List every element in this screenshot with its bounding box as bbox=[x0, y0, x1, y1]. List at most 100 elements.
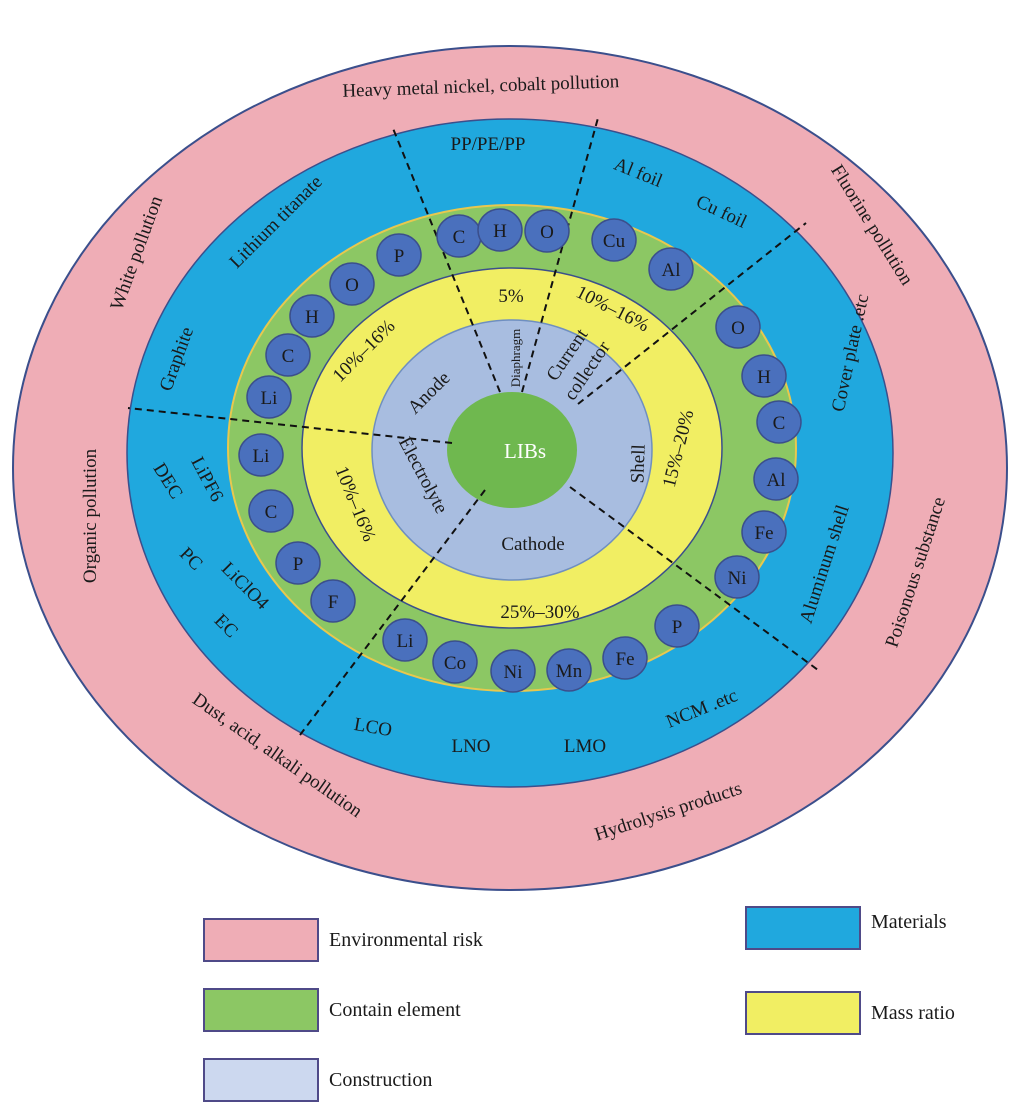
legend-construction: Construction bbox=[203, 1058, 432, 1102]
element-bubble-shell-al: Al bbox=[753, 457, 799, 501]
legend-swatch-contain-element bbox=[203, 988, 319, 1032]
legend-swatch-materials bbox=[745, 906, 861, 950]
element-bubble-circle bbox=[524, 209, 570, 253]
element-bubble-circle bbox=[246, 375, 292, 419]
element-bubble-circle bbox=[546, 648, 592, 692]
element-bubble-circle bbox=[654, 604, 700, 648]
element-symbol: P bbox=[394, 246, 405, 267]
divider-line bbox=[577, 222, 807, 405]
element-symbol: Mn bbox=[556, 661, 583, 682]
divider-line bbox=[569, 486, 819, 671]
element-bubble-circle bbox=[310, 579, 356, 623]
element-bubble-anode-p: P bbox=[376, 233, 422, 277]
element-bubble-cathode-co: Co bbox=[432, 640, 478, 684]
element-bubble-shell-c: C bbox=[756, 400, 802, 444]
legend-label-environmental-risk: Environmental risk bbox=[329, 928, 483, 951]
element-symbol: Fe bbox=[755, 523, 774, 544]
element-symbol: Fe bbox=[616, 649, 635, 670]
element-bubble-circle bbox=[648, 247, 694, 291]
element-symbol: C bbox=[282, 346, 295, 367]
element-bubble-cathode-ni: Ni bbox=[490, 649, 536, 693]
center-label: LIBs bbox=[504, 439, 546, 463]
element-bubble-circle bbox=[477, 208, 523, 252]
element-symbol: Co bbox=[444, 653, 466, 674]
element-symbol: H bbox=[305, 307, 319, 328]
element-bubble-shell-ni: Ni bbox=[714, 555, 760, 599]
element-bubble-shell-fe: Fe bbox=[741, 510, 787, 554]
legend-swatch-construction bbox=[203, 1058, 319, 1102]
element-bubble-cathode-p: P bbox=[654, 604, 700, 648]
legend-materials: Materials bbox=[745, 906, 947, 950]
element-bubble-circle bbox=[715, 305, 761, 349]
element-bubble-electrolyte-li: Li bbox=[238, 433, 284, 477]
element-symbol: O bbox=[345, 275, 359, 296]
element-symbol: F bbox=[328, 592, 339, 613]
divider-line bbox=[299, 489, 486, 736]
element-bubble-anode-h: H bbox=[289, 294, 335, 338]
mass-ratio-diaphragm: 5% bbox=[498, 286, 524, 307]
element-bubble-anode-li: Li bbox=[246, 375, 292, 419]
legend-swatch-mass-ratio bbox=[745, 991, 861, 1035]
element-bubble-cathode-li: Li bbox=[382, 618, 428, 662]
element-symbol: Cu bbox=[603, 231, 626, 252]
construction-cathode: Cathode bbox=[501, 534, 564, 555]
element-symbol: Li bbox=[253, 446, 270, 467]
element-symbol: C bbox=[773, 413, 786, 434]
element-symbol: H bbox=[757, 367, 771, 388]
element-bubble-circle bbox=[432, 640, 478, 684]
material-lno: LNO bbox=[451, 736, 490, 757]
element-symbol: C bbox=[265, 502, 278, 523]
element-symbol: Li bbox=[261, 388, 278, 409]
element-symbol: O bbox=[731, 318, 745, 339]
element-bubble-circle bbox=[714, 555, 760, 599]
libs-diagram: LIBs Heavy metal nickel, cobalt pollutio… bbox=[12, 45, 1008, 891]
element-symbol: Al bbox=[767, 470, 786, 491]
element-bubble-current_collector-cu: Cu bbox=[591, 218, 637, 262]
material-lmo: LMO bbox=[564, 736, 606, 757]
element-bubble-circle bbox=[382, 618, 428, 662]
element-bubble-shell-h: H bbox=[741, 354, 787, 398]
element-bubble-circle bbox=[490, 649, 536, 693]
element-bubble-circle bbox=[756, 400, 802, 444]
element-symbol: O bbox=[540, 222, 554, 243]
material-pp-pe-pp: PP/PE/PP bbox=[451, 134, 526, 155]
element-symbol: P bbox=[293, 554, 304, 575]
element-bubble-circle bbox=[289, 294, 335, 338]
legend-environmental-risk: Environmental risk bbox=[203, 918, 483, 962]
element-bubble-diaphragm-c: C bbox=[436, 214, 482, 258]
element-bubble-circle bbox=[265, 333, 311, 377]
legend-swatch-environmental-risk bbox=[203, 918, 319, 962]
element-bubble-circle bbox=[591, 218, 637, 262]
element-bubble-electrolyte-p: P bbox=[275, 541, 321, 585]
legend-mass-ratio: Mass ratio bbox=[745, 991, 955, 1035]
legend-label-construction: Construction bbox=[329, 1068, 433, 1091]
element-bubble-anode-c: C bbox=[265, 333, 311, 377]
element-symbol: H bbox=[493, 221, 507, 242]
element-bubble-circle bbox=[741, 510, 787, 554]
legend-contain-element: Contain element bbox=[203, 988, 461, 1032]
element-bubble-circle bbox=[248, 489, 294, 533]
legend-label-contain-element: Contain element bbox=[329, 998, 461, 1021]
element-symbol: Ni bbox=[504, 662, 523, 683]
element-symbol: Ni bbox=[728, 568, 747, 589]
element-bubble-circle bbox=[376, 233, 422, 277]
element-symbol: Li bbox=[397, 631, 414, 652]
element-bubble-circle bbox=[602, 636, 648, 680]
element-bubble-cathode-mn: Mn bbox=[546, 648, 592, 692]
construction-shell: Shell bbox=[627, 444, 649, 484]
mass-ratio-cathode: 25%–30% bbox=[500, 602, 579, 623]
divider-line bbox=[127, 407, 453, 444]
element-symbol: C bbox=[453, 227, 466, 248]
legend-label-mass-ratio: Mass ratio bbox=[871, 1001, 955, 1024]
element-symbol: Al bbox=[662, 260, 681, 281]
element-bubble-circle bbox=[238, 433, 284, 477]
element-bubble-shell-o: O bbox=[715, 305, 761, 349]
element-bubble-cathode-fe: Fe bbox=[602, 636, 648, 680]
element-bubble-diaphragm-h: H bbox=[477, 208, 523, 252]
risk-label-organic: Organic pollution bbox=[80, 448, 101, 583]
element-bubble-electrolyte-c: C bbox=[248, 489, 294, 533]
legend-label-materials: Materials bbox=[871, 910, 947, 933]
element-bubble-circle bbox=[741, 354, 787, 398]
element-bubble-anode-o: O bbox=[329, 262, 375, 306]
